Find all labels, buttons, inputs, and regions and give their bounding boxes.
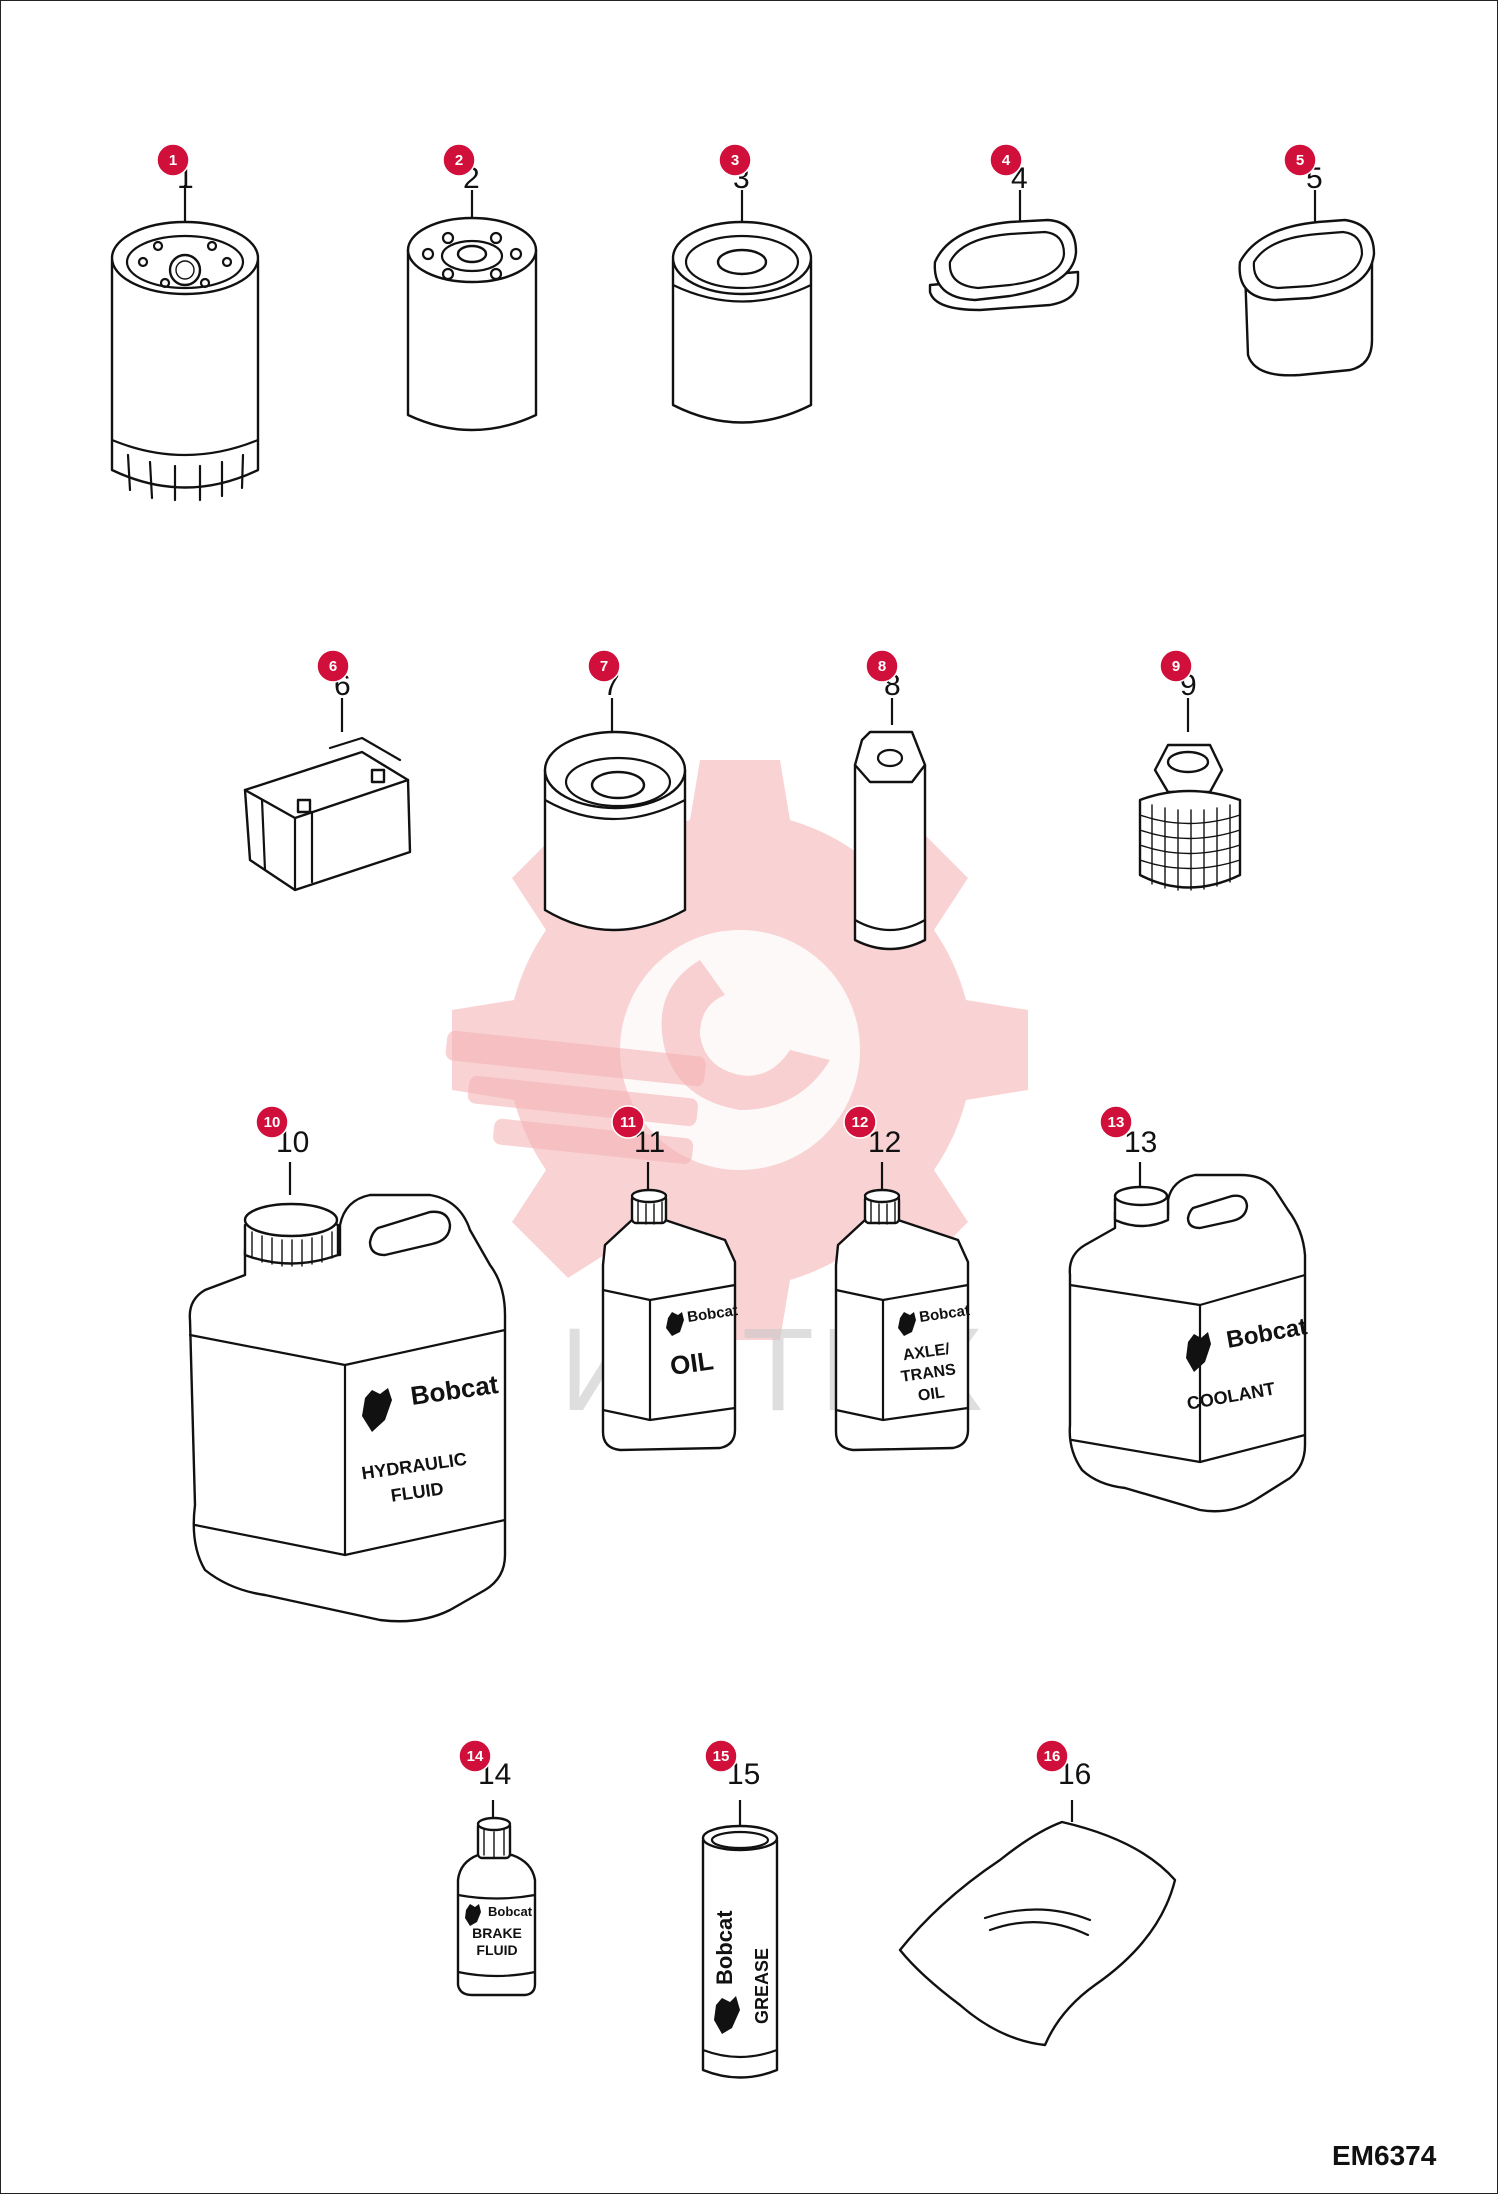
svg-text:7: 7 (600, 658, 608, 675)
part-2-filter (406, 190, 538, 432)
svg-text:9: 9 (1172, 658, 1180, 675)
callout-badge: 1 (156, 143, 190, 177)
callout-badge: 14 (458, 1739, 492, 1773)
callout-badge: 5 (1283, 143, 1317, 177)
callout-badge: 10 (255, 1105, 289, 1139)
callout-badge: 11 (611, 1105, 645, 1139)
part-16-bag (898, 1800, 1177, 2047)
callouts: 1 1 2 2 3 3 4 4 5 5 6 6 7 7 8 8 9 9 10 1… (156, 143, 1323, 1791)
label-oil: OIL (668, 1345, 715, 1381)
svg-text:13: 13 (1108, 1114, 1125, 1131)
part-9-strainer (1138, 698, 1242, 891)
callout-badge: 16 (1035, 1739, 1069, 1773)
label-brake-fluid: FLUID (476, 1942, 517, 1958)
part-12-axle-trans-oil-bottle: Bobcat AXLE/ TRANS OIL (834, 1162, 971, 1452)
label-grease: GREASE (752, 1948, 772, 2024)
part-13-coolant-jug: Bobcat COOLANT (1068, 1162, 1309, 1513)
part-6-battery (243, 698, 412, 892)
callout-badge: 7 (587, 649, 621, 683)
svg-text:5: 5 (1296, 152, 1304, 169)
svg-text:16: 16 (1044, 1748, 1061, 1765)
callout-badge: 9 (1159, 649, 1193, 683)
part-11-oil-bottle: Bobcat OIL (601, 1162, 739, 1452)
callout-badge: 4 (989, 143, 1023, 177)
svg-text:10: 10 (264, 1114, 281, 1131)
svg-text:1: 1 (169, 152, 177, 169)
svg-text:2: 2 (455, 152, 463, 169)
brand-logo-brake: Bobcat (488, 1904, 533, 1919)
svg-text:15: 15 (713, 1748, 730, 1765)
svg-text:8: 8 (878, 658, 886, 675)
brand-logo-oil: Bobcat (686, 1302, 739, 1326)
svg-text:3: 3 (731, 152, 739, 169)
drawing-code: EM6374 (1332, 2140, 1437, 2171)
callout-badge: 13 (1099, 1105, 1133, 1139)
brand-logo-axle: Bobcat (918, 1302, 971, 1326)
label-brake: BRAKE (472, 1925, 522, 1941)
callout-badge: 6 (316, 649, 350, 683)
label-axle: AXLE/ (902, 1341, 952, 1364)
callout-badge: 3 (718, 143, 752, 177)
brand-logo-grease: Bobcat (712, 1910, 737, 1985)
part-7-filter (543, 698, 687, 932)
label-trans-oil: OIL (917, 1384, 946, 1405)
bobcat-head-icon (362, 1388, 392, 1432)
part-10-hydraulic-fluid-jug: Bobcat HYDRAULIC FLUID (188, 1162, 507, 1623)
svg-text:6: 6 (329, 658, 337, 675)
callout-badge: 15 (704, 1739, 738, 1773)
svg-text:4: 4 (1002, 152, 1011, 169)
part-3-filter (671, 190, 813, 424)
svg-text:11: 11 (620, 1114, 636, 1131)
part-5-air-filter (1238, 190, 1376, 377)
callout-badge: 2 (442, 143, 476, 177)
part-4-air-filter (928, 190, 1080, 312)
callout-badge: 12 (843, 1105, 877, 1139)
svg-text:14: 14 (467, 1748, 484, 1765)
callout-badge: 8 (865, 649, 899, 683)
svg-text:12: 12 (852, 1114, 869, 1131)
part-1-oil-filter (110, 185, 260, 502)
part-8-inline-filter (853, 698, 927, 951)
part-14-brake-fluid-bottle: Bobcat BRAKE FLUID (456, 1800, 537, 1997)
part-15-grease-tube: Bobcat GREASE (701, 1800, 779, 2079)
